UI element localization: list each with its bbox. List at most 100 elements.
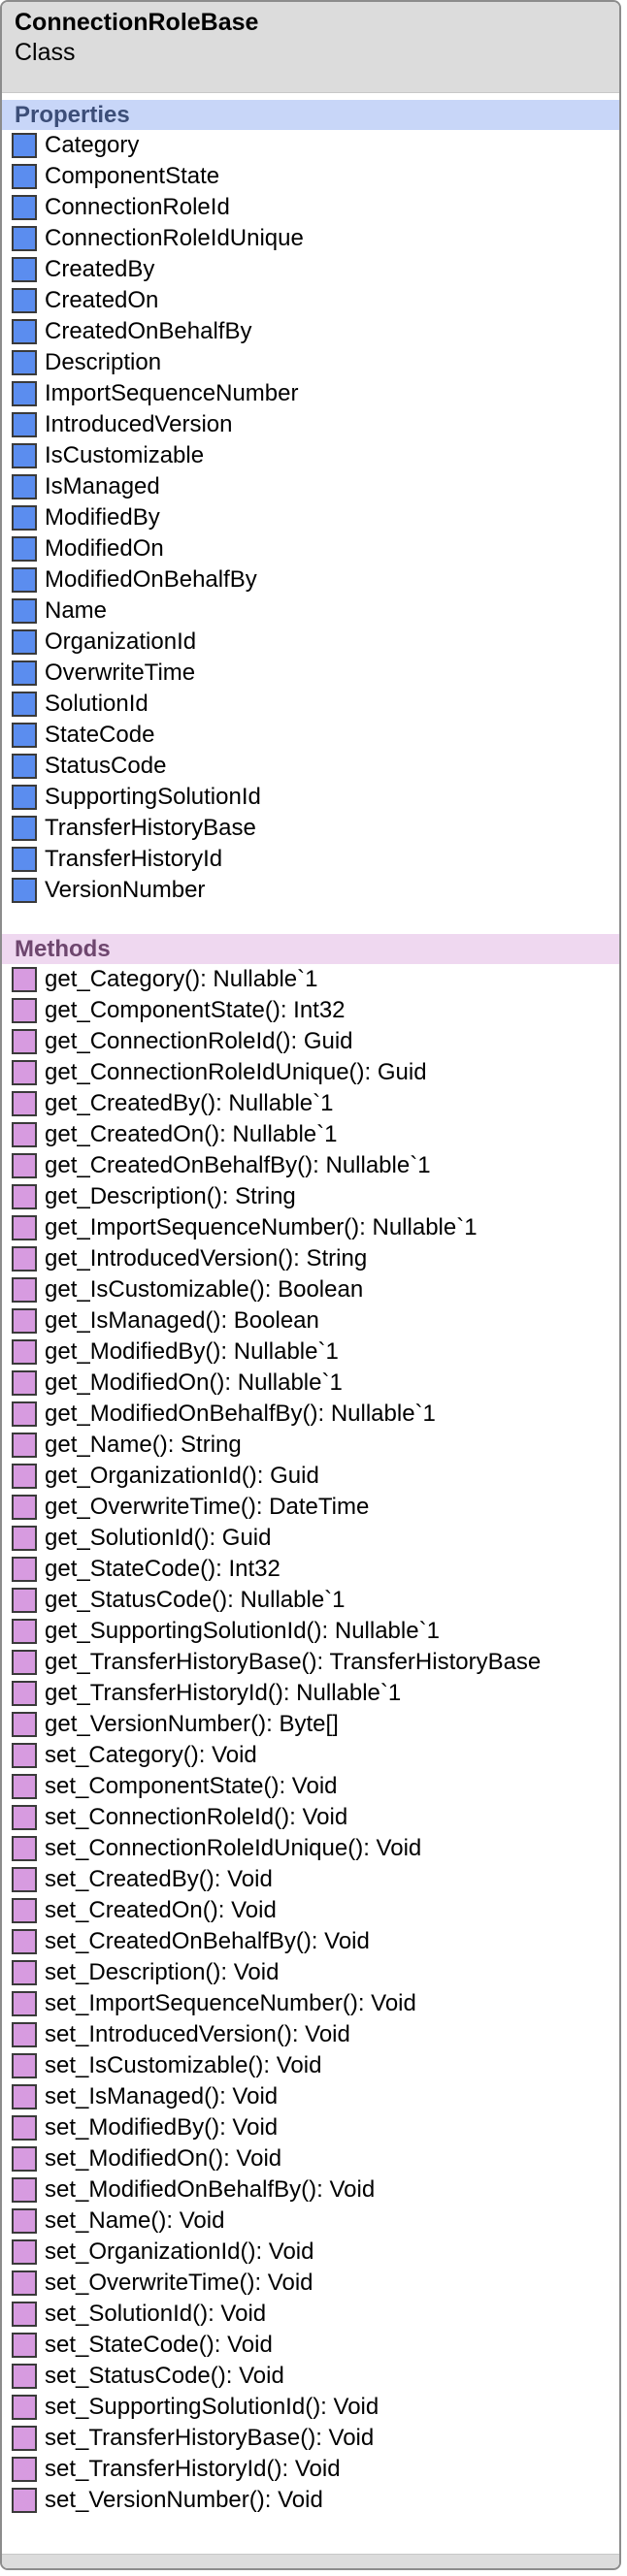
method-item: get_TransferHistoryId(): Nullable`1 <box>2 1678 619 1709</box>
method-item-label: get_OverwriteTime(): DateTime <box>45 1494 370 1520</box>
property-icon <box>12 878 37 903</box>
method-item-label: set_ConnectionRoleId(): Void <box>45 1804 348 1830</box>
property-icon <box>12 164 37 189</box>
method-icon <box>12 967 37 992</box>
property-item-label: IsCustomizable <box>45 442 205 468</box>
method-item: get_CreatedOnBehalfBy(): Nullable`1 <box>2 1150 619 1181</box>
property-item-label: StateCode <box>45 722 155 748</box>
method-item-label: get_TransferHistoryId(): Nullable`1 <box>45 1680 402 1706</box>
property-item: Name <box>2 596 619 627</box>
method-icon <box>12 1370 37 1396</box>
property-item-label: SupportingSolutionId <box>45 784 261 810</box>
method-icon <box>12 2270 37 2296</box>
method-item: set_TransferHistoryBase(): Void <box>2 2423 619 2454</box>
property-item: OverwriteTime <box>2 658 619 689</box>
method-icon <box>12 1557 37 1582</box>
method-item: get_ConnectionRoleIdUnique(): Guid <box>2 1057 619 1088</box>
method-item-label: get_StateCode(): Int32 <box>45 1556 280 1582</box>
method-item-label: get_CreatedOn(): Nullable`1 <box>45 1121 338 1147</box>
property-item: IsManaged <box>2 471 619 502</box>
method-item-label: set_ConnectionRoleIdUnique(): Void <box>45 1835 422 1861</box>
method-icon <box>12 1867 37 1892</box>
method-item: get_ModifiedBy(): Nullable`1 <box>2 1336 619 1368</box>
property-item-label: CreatedBy <box>45 256 155 282</box>
method-icon <box>12 1246 37 1272</box>
property-item-label: StatusCode <box>45 753 167 779</box>
property-icon <box>12 505 37 531</box>
method-item: get_StatusCode(): Nullable`1 <box>2 1585 619 1616</box>
method-item: set_OverwriteTime(): Void <box>2 2268 619 2299</box>
property-item-label: Description <box>45 349 162 375</box>
property-item-label: Name <box>45 597 108 624</box>
method-item: get_IsManaged(): Boolean <box>2 1305 619 1336</box>
method-item-label: set_OverwriteTime(): Void <box>45 2270 314 2296</box>
method-icon <box>12 1215 37 1240</box>
property-item-label: CreatedOn <box>45 287 159 313</box>
method-icon <box>12 1433 37 1458</box>
method-item-label: get_OrganizationId(): Guid <box>45 1463 319 1489</box>
method-item-label: set_ModifiedOnBehalfBy(): Void <box>45 2176 376 2203</box>
method-icon <box>12 1960 37 1985</box>
method-item: set_IsManaged(): Void <box>2 2081 619 2112</box>
method-item-label: set_VersionNumber(): Void <box>45 2487 323 2513</box>
method-item: set_Name(): Void <box>2 2206 619 2237</box>
property-item: ImportSequenceNumber <box>2 378 619 409</box>
method-item: set_CreatedBy(): Void <box>2 1864 619 1895</box>
method-item-label: get_Name(): String <box>45 1432 242 1458</box>
property-icon <box>12 629 37 655</box>
method-icon <box>12 1836 37 1861</box>
method-icon <box>12 1060 37 1085</box>
property-item: IsCustomizable <box>2 440 619 471</box>
property-icon <box>12 567 37 593</box>
method-item-label: get_SolutionId(): Guid <box>45 1525 272 1551</box>
method-item: set_SupportingSolutionId(): Void <box>2 2392 619 2423</box>
method-item: set_ImportSequenceNumber(): Void <box>2 1988 619 2019</box>
method-item-label: get_TransferHistoryBase(): TransferHisto… <box>45 1649 542 1675</box>
method-item-label: get_StatusCode(): Nullable`1 <box>45 1587 346 1613</box>
method-item-label: get_ComponentState(): Int32 <box>45 997 346 1023</box>
method-icon <box>12 2177 37 2203</box>
method-item-label: set_CreatedOnBehalfBy(): Void <box>45 1928 370 1954</box>
method-item: get_IntroducedVersion(): String <box>2 1243 619 1274</box>
property-item-label: Category <box>45 132 140 158</box>
property-item-label: IsManaged <box>45 473 160 499</box>
method-item: get_Description(): String <box>2 1181 619 1212</box>
method-icon <box>12 2022 37 2047</box>
method-item: get_SolutionId(): Guid <box>2 1523 619 1554</box>
method-item: set_Category(): Void <box>2 1740 619 1771</box>
method-icon <box>12 1495 37 1520</box>
property-icon <box>12 660 37 686</box>
method-item: get_OrganizationId(): Guid <box>2 1461 619 1492</box>
method-item-label: set_Category(): Void <box>45 1742 257 1768</box>
property-icon <box>12 692 37 717</box>
method-item-label: get_VersionNumber(): Byte[] <box>45 1711 339 1737</box>
method-item: set_Description(): Void <box>2 1957 619 1988</box>
method-icon <box>12 2457 37 2482</box>
method-icon <box>12 2333 37 2358</box>
method-icon <box>12 1277 37 1303</box>
method-item: get_VersionNumber(): Byte[] <box>2 1709 619 1740</box>
method-item-label: get_ModifiedOn(): Nullable`1 <box>45 1369 343 1396</box>
property-icon <box>12 723 37 748</box>
property-item-label: ModifiedBy <box>45 504 160 531</box>
method-icon <box>12 1153 37 1178</box>
property-item: CreatedOnBehalfBy <box>2 316 619 347</box>
method-item-label: set_SolutionId(): Void <box>45 2301 267 2327</box>
property-item-label: ModifiedOnBehalfBy <box>45 566 257 593</box>
property-icon <box>12 195 37 220</box>
method-icon <box>12 1122 37 1147</box>
property-item-label: ImportSequenceNumber <box>45 380 299 406</box>
method-icon <box>12 1898 37 1923</box>
method-item: set_IsCustomizable(): Void <box>2 2050 619 2081</box>
method-item: set_ComponentState(): Void <box>2 1771 619 1802</box>
method-item-label: set_TransferHistoryBase(): Void <box>45 2425 375 2451</box>
method-item-label: set_IsManaged(): Void <box>45 2083 279 2109</box>
property-item: ModifiedOn <box>2 533 619 564</box>
method-item-label: set_ModifiedBy(): Void <box>45 2114 279 2141</box>
method-item: set_CreatedOn(): Void <box>2 1895 619 1926</box>
class-header: ConnectionRoleBase Class <box>2 2 619 93</box>
property-icon <box>12 474 37 499</box>
method-icon <box>12 2395 37 2420</box>
methods-section-header: Methods <box>2 934 619 964</box>
